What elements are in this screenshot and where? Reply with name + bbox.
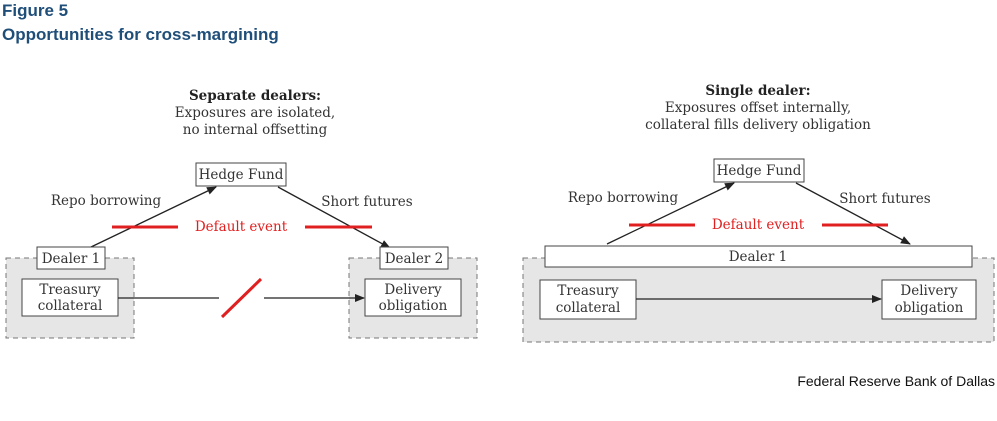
right-delivery-box xyxy=(881,279,977,320)
source-credit: Federal Reserve Bank of Dallas xyxy=(797,373,995,389)
right-repo-label: Repo borrowing xyxy=(568,190,679,206)
figure-number: Figure 5 xyxy=(2,1,69,20)
left-panel: Separate dealers: Exposures are isolated… xyxy=(5,88,478,339)
left-hedge-fund-label: Hedge Fund xyxy=(199,167,284,183)
dealer1-box xyxy=(36,246,106,270)
left-desc-line1: Exposures are isolated, xyxy=(175,105,335,121)
left-heading: Separate dealers: xyxy=(189,88,321,104)
left-collateral-box xyxy=(21,278,119,317)
left-desc-line2: no internal offsetting xyxy=(183,122,328,138)
left-hedge-fund-box xyxy=(195,162,287,187)
right-delivery-line2: obligation xyxy=(895,300,964,316)
right-desc-line1: Exposures offset internally, xyxy=(665,100,851,116)
dealer2-label: Dealer 2 xyxy=(385,251,444,267)
right-delivery-line1: Delivery xyxy=(900,283,958,299)
right-futures-arrow xyxy=(795,182,911,245)
right-repo-arrow xyxy=(606,182,735,245)
left-repo-arrow xyxy=(90,186,217,248)
left-default-event-label: Default event xyxy=(195,219,288,235)
single-dealer-box xyxy=(544,245,973,268)
right-hedge-fund-label: Hedge Fund xyxy=(717,163,802,179)
left-repo-label: Repo borrowing xyxy=(51,193,162,209)
right-collateral-line1: Treasury xyxy=(557,283,619,299)
left-delivery-line1: Delivery xyxy=(384,282,442,298)
left-broken-link-marker xyxy=(220,277,263,319)
right-collateral-box xyxy=(539,279,637,320)
left-futures-arrow xyxy=(277,186,391,249)
left-delivery-line2: obligation xyxy=(379,298,448,314)
right-default-event-label: Default event xyxy=(712,217,805,233)
dealer2-box xyxy=(379,246,449,270)
single-dealer-label: Dealer 1 xyxy=(729,249,788,265)
right-heading: Single dealer: xyxy=(705,83,810,99)
left-short-futures-label: Short futures xyxy=(321,194,412,210)
right-desc-line2: collateral fills delivery obligation xyxy=(645,117,871,133)
right-short-futures-label: Short futures xyxy=(839,191,930,207)
figure-title: Opportunities for cross-margining xyxy=(2,25,279,44)
left-collateral-line1: Treasury xyxy=(39,282,101,298)
dealer1-label: Dealer 1 xyxy=(42,251,101,267)
right-panel: Single dealer: Exposures offset internal… xyxy=(522,83,995,343)
left-collateral-line2: collateral xyxy=(38,298,103,314)
right-collateral-line2: collateral xyxy=(556,300,621,316)
right-hedge-fund-box xyxy=(713,158,805,183)
left-delivery-box xyxy=(364,278,462,317)
